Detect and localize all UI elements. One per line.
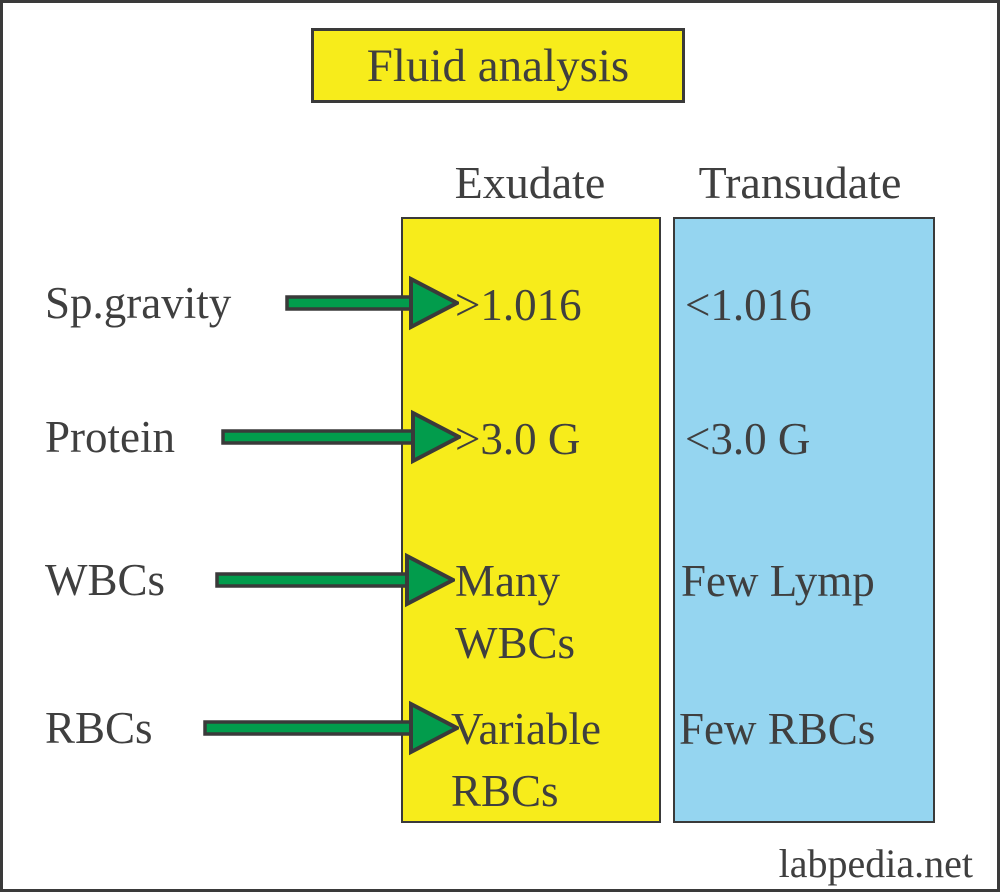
cell-sp-gravity-exudate: >1.016 [455, 280, 582, 330]
row-label-wbcs: WBCs [45, 555, 166, 605]
cell-rbcs-exudate: Variable RBCs [451, 704, 601, 816]
right-arrow-icon [221, 409, 461, 465]
row-label-rbcs: RBCs [45, 703, 153, 753]
page-title: Fluid analysis [366, 39, 630, 92]
right-arrow-icon [285, 275, 459, 331]
transudate-column [673, 217, 935, 823]
watermark-labpedia: labpedia.net [778, 841, 973, 886]
right-arrow-icon [215, 552, 455, 608]
row-label-sp-gravity: Sp.gravity [45, 278, 232, 328]
column-header-exudate: Exudate [454, 157, 606, 208]
cell-protein-exudate: >3.0 G [455, 414, 581, 464]
cell-rbcs-transudate: Few RBCs [679, 704, 876, 754]
cell-protein-transudate: <3.0 G [685, 414, 811, 464]
column-header-transudate: Transudate [698, 157, 902, 208]
right-arrow-icon [203, 700, 459, 756]
cell-wbcs-transudate: Few Lymp [681, 556, 875, 606]
row-label-protein: Protein [45, 412, 175, 462]
title-box: Fluid analysis [311, 28, 685, 103]
cell-sp-gravity-transudate: <1.016 [685, 280, 812, 330]
cell-wbcs-exudate: Many WBCs [455, 556, 576, 668]
